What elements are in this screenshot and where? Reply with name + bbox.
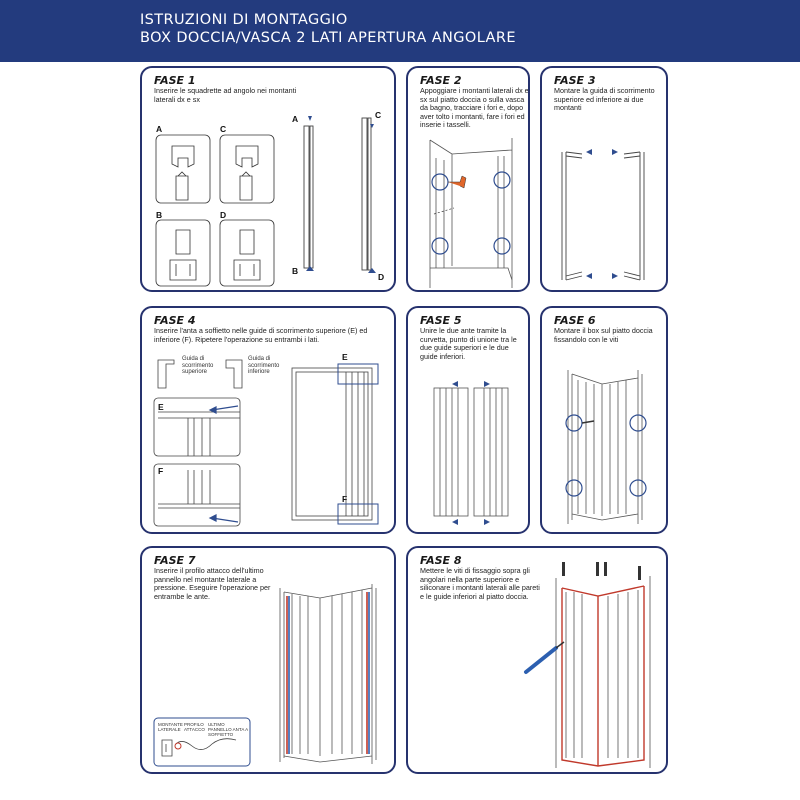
fase8-box-diagram <box>524 562 651 768</box>
fase7-panel: FASE 7 Inserire il profilo attacco dell'… <box>140 546 396 774</box>
fase8-text: Mettere le viti di fissaggio sopra gli a… <box>420 566 540 601</box>
header-title: ISTRUZIONI DI MONTAGGIO <box>140 12 348 28</box>
fase5-panel: FASE 5 Unire le due ante tramite la curv… <box>406 306 530 534</box>
fase4-frame-label-f: F <box>342 494 348 504</box>
fase5-title: FASE 5 <box>420 314 462 327</box>
fase1-corner-diagrams <box>155 116 376 287</box>
fase2-wall-diagram <box>429 138 513 288</box>
fase8-panel: FASE 8 Mettere le viti di fissaggio sopr… <box>406 546 668 774</box>
fase4-guide-inf-label: Guida di scorrimento inferiore <box>248 356 280 376</box>
fase4-text: Inserire l'anta a soffietto nelle guide … <box>154 326 368 344</box>
fase1-profile-label-d: D <box>378 272 385 282</box>
header-banner: ISTRUZIONI DI MONTAGGIO BOX DOCCIA/VASCA… <box>0 0 800 62</box>
fase6-title: FASE 6 <box>554 314 596 327</box>
fase1-label-c: C <box>220 124 227 134</box>
fase6-box-diagram <box>565 370 647 524</box>
fase7-text: Inserire il profilo attacco dell'ultimo … <box>154 566 271 601</box>
fase4-frame-label-e: E <box>342 352 348 362</box>
fase1-profile-label-a: A <box>292 114 299 124</box>
header-subtitle: BOX DOCCIA/VASCA 2 LATI APERTURA ANGOLAR… <box>140 30 516 46</box>
fase1-label-b: B <box>156 210 163 220</box>
fase6-text: Montare il box sul piatto doccia fissand… <box>554 326 653 344</box>
fase3-title: FASE 3 <box>554 74 596 87</box>
fase7-label-profilo: PROFILO ATTACCO <box>184 722 205 732</box>
fase3-text: Montare la guida di scorrimento superior… <box>554 86 655 113</box>
fase6-panel: FASE 6 Montare il box sul piatto doccia … <box>540 306 668 534</box>
fase5-box-diagram <box>433 381 509 525</box>
fase7-box-diagram <box>153 584 377 767</box>
fase2-title: FASE 2 <box>420 74 462 87</box>
fase4-guide-sup-label: Guida di scorrimento superiore <box>182 356 214 376</box>
fase4-guide-diagrams <box>153 359 379 527</box>
fase1-panel: FASE 1 Inserire le squadrette ad angolo … <box>140 66 396 292</box>
fase4-label-f: F <box>158 466 164 476</box>
fase1-title: FASE 1 <box>154 74 196 87</box>
fase1-profile-label-b: B <box>292 266 299 276</box>
fase1-text: Inserire le squadrette ad angolo nei mon… <box>154 86 297 104</box>
fase1-label-d: D <box>220 210 227 220</box>
fase2-text: Appoggiare i montanti laterali dx e sx s… <box>420 86 529 130</box>
fase7-title: FASE 7 <box>154 554 196 567</box>
fase3-panel: FASE 3 Montare la guida di scorrimento s… <box>540 66 668 292</box>
fase4-panel: FASE 4 Inserire l'anta a soffietto nelle… <box>140 306 396 534</box>
fase3-frame-diagram <box>561 149 645 281</box>
fase5-text: Unire le due ante tramite la curvetta, p… <box>420 326 517 361</box>
fase1-profile-label-c: C <box>375 110 382 120</box>
fase8-title: FASE 8 <box>420 554 462 567</box>
fase4-title: FASE 4 <box>154 314 196 327</box>
fase1-label-a: A <box>156 124 163 134</box>
fase2-panel: FASE 2 Appoggiare i montanti laterali dx… <box>406 66 530 292</box>
fase4-label-e: E <box>158 402 164 412</box>
fase7-label-pannello: ULTIMO PANNELLO ANTA A SOFFIETTO <box>208 722 248 737</box>
fase7-label-montante: MONTANTE LATERALE <box>158 722 183 732</box>
